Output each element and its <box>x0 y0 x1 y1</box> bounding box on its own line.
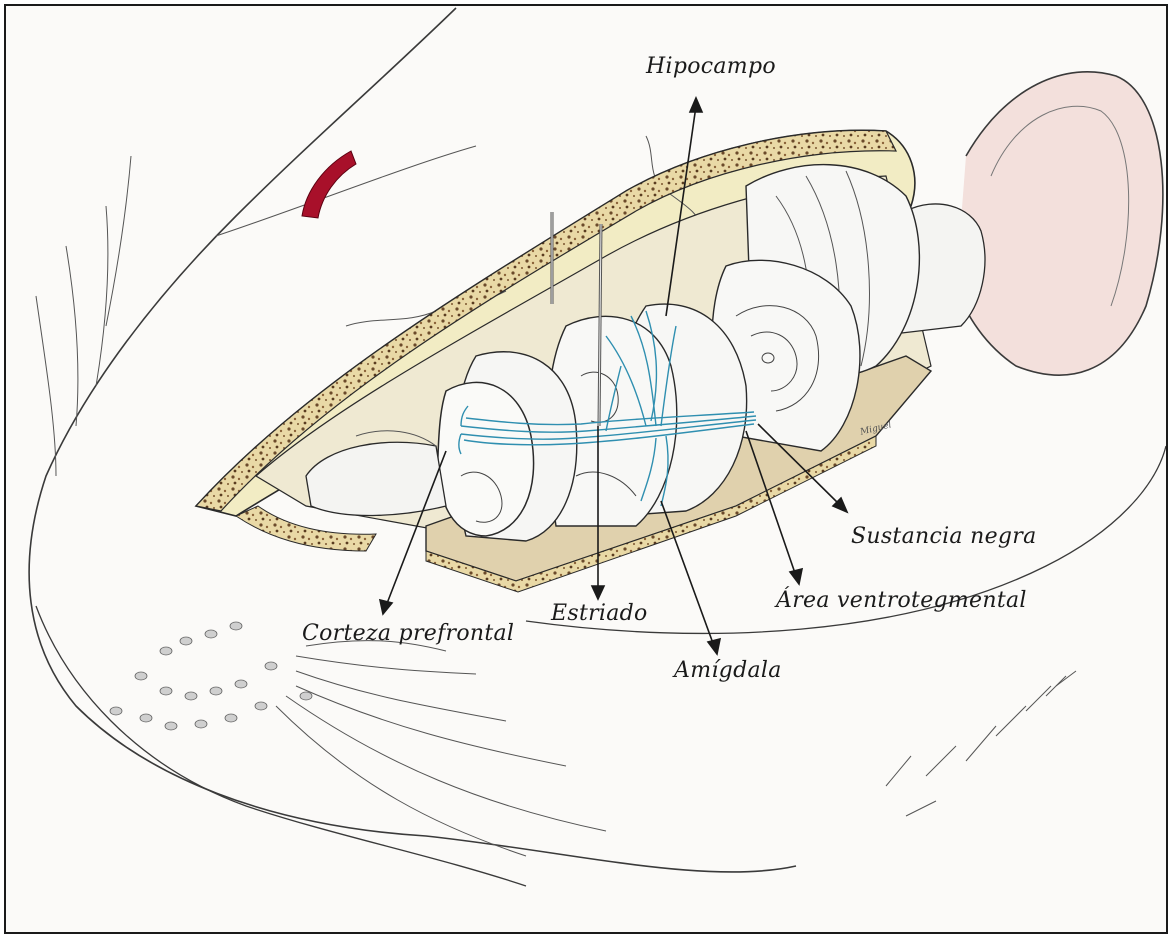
cheek-fur <box>886 671 1076 816</box>
snout-lower <box>36 606 526 886</box>
ear <box>956 72 1163 375</box>
label-area-ventrotegmental: Área ventrotegmental <box>776 588 1027 613</box>
label-sustancia-negra: Sustancia negra <box>851 524 1037 549</box>
whisker-pads <box>110 622 312 730</box>
label-corteza-prefrontal: Corteza prefrontal <box>302 621 514 646</box>
label-estriado: Estriado <box>551 601 648 626</box>
label-hipocampo: Hipocampo <box>646 54 776 79</box>
rat-brain-illustration <box>6 6 1166 932</box>
label-amigdala: Amígdala <box>674 658 782 683</box>
slice-prefrontal <box>438 382 534 536</box>
illustration-frame: Hipocampo Sustancia negra Área ventroteg… <box>4 4 1168 934</box>
eye <box>302 151 356 218</box>
